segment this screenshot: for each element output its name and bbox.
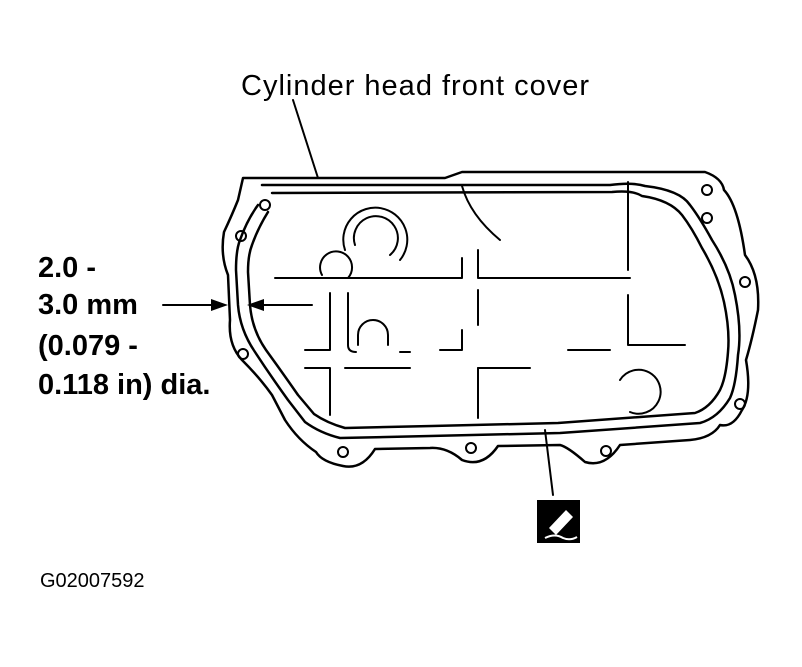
corner-curve [461, 185, 501, 241]
bolt-hole [600, 445, 612, 457]
rib-line [439, 329, 463, 351]
bolt-hole [337, 446, 349, 458]
seal-groove-inner [246, 190, 730, 430]
figure-code: G02007592 [40, 570, 145, 592]
cover-outer-outline [221, 170, 760, 468]
bead-width-label-line-1: 2.0 - [38, 252, 97, 284]
circular-opening [342, 206, 409, 261]
dimension-arrowhead-left [211, 299, 228, 311]
bolt-hole [739, 276, 751, 288]
right-arc [619, 368, 662, 415]
sealant-leader [544, 429, 554, 496]
bead-width-label-line-4: 0.118 in) dia. [38, 369, 211, 401]
bead-width-label-line-2: 3.0 mm [38, 289, 138, 321]
bolt-hole [259, 199, 271, 211]
seal-groove-outer [234, 182, 741, 440]
bolt-hole [701, 184, 713, 196]
arched-opening [357, 319, 389, 346]
small-opening [319, 250, 353, 279]
rib-line [627, 294, 686, 346]
diagram-title: Cylinder head front cover [241, 70, 590, 102]
rib-line [477, 249, 631, 279]
bolt-hole [235, 230, 247, 242]
bolt-hole [734, 398, 746, 410]
circular-opening-inner [352, 215, 399, 256]
rib-line [304, 292, 331, 351]
rib-line [274, 257, 463, 279]
rib-line [304, 367, 331, 416]
bead-width-label-line-3: (0.079 - [38, 330, 138, 362]
bolt-hole [465, 442, 477, 454]
rib-line [347, 292, 357, 353]
title-leader [292, 99, 319, 179]
sealant-applicator-icon [537, 500, 580, 543]
dimension-arrowhead-right [247, 299, 264, 311]
bolt-hole [701, 212, 713, 224]
bolt-hole [237, 348, 249, 360]
